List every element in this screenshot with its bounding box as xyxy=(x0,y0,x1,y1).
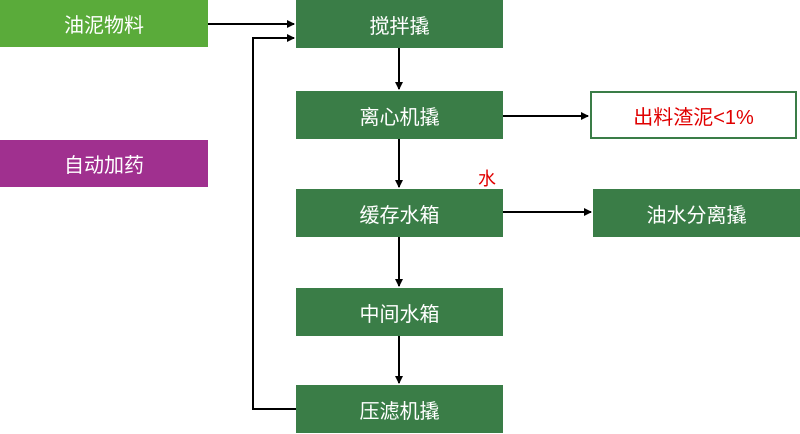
output-label: 出料渣泥<1% xyxy=(633,106,754,129)
middle-tank-label: 中间水箱 xyxy=(359,303,440,326)
centrifuge-label: 离心机撬 xyxy=(359,106,440,129)
water-annotation: 水 xyxy=(478,169,496,189)
filter-press-label: 压滤机撬 xyxy=(359,400,440,423)
separator-node: 油水分离撬 xyxy=(593,189,800,237)
auto-dosing-label: 自动加药 xyxy=(64,155,144,177)
mixer-node: 搅拌撬 xyxy=(296,0,503,48)
output-node: 出料渣泥<1% xyxy=(590,91,797,139)
auto-dosing-node: 自动加药 xyxy=(0,140,208,187)
buffer-tank-label: 缓存水箱 xyxy=(359,204,440,227)
separator-label: 油水分离撬 xyxy=(646,204,747,227)
middle-tank-node: 中间水箱 xyxy=(296,288,503,336)
buffer-tank-node: 缓存水箱 xyxy=(296,189,503,237)
oil-sludge-node: 油泥物料 xyxy=(0,0,208,47)
filter-press-node: 压滤机撬 xyxy=(296,385,503,433)
oil-sludge-label: 油泥物料 xyxy=(64,15,144,37)
centrifuge-node: 离心机撬 xyxy=(296,91,503,139)
mixer-label: 搅拌撬 xyxy=(369,15,430,38)
arrow-filter-return-to-mixer xyxy=(252,34,296,410)
